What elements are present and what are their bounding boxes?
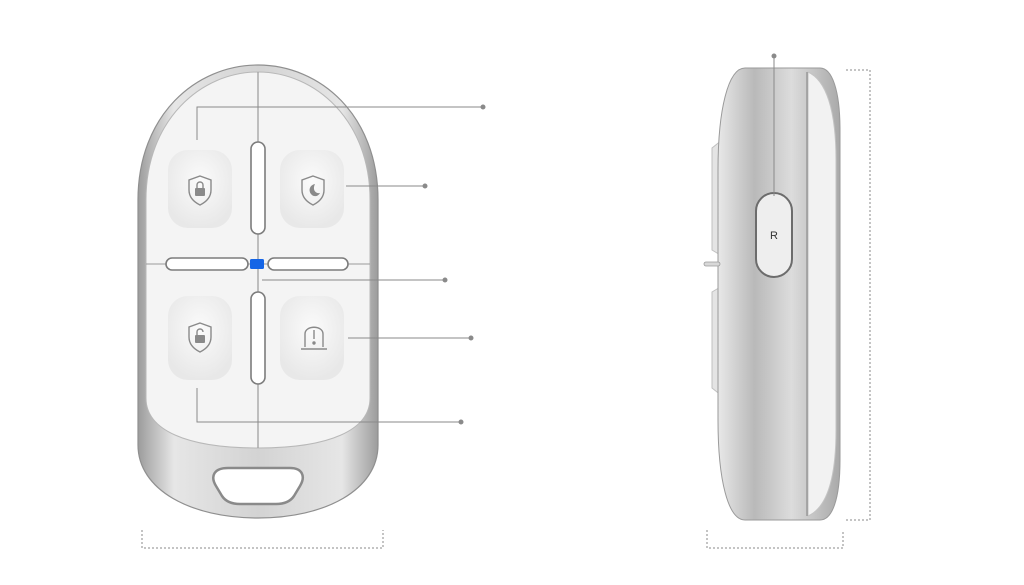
side-led-window (703, 261, 721, 267)
reset-button-label: R (770, 230, 778, 242)
reset-button[interactable]: R (755, 192, 793, 278)
side-leader-line (771, 53, 777, 196)
status-led (250, 259, 264, 269)
height-dimension-line (846, 69, 871, 521)
front-view (137, 64, 486, 549)
keyring-hole (212, 466, 304, 506)
side-view: R (703, 53, 871, 549)
ridge-top (250, 141, 266, 235)
disarm-button[interactable] (168, 296, 232, 380)
lock-closed-shield-icon (188, 175, 212, 206)
width-dimension-line (141, 530, 384, 549)
ridge-left (165, 257, 249, 271)
alarm-siren-icon (301, 326, 327, 350)
night-mode-button[interactable] (280, 150, 344, 228)
side-face (807, 71, 837, 517)
arm-button[interactable] (168, 150, 232, 228)
front-leader-lines (196, 104, 486, 425)
ridge-bottom (250, 291, 266, 385)
ridge-right (267, 257, 349, 271)
panic-button[interactable] (280, 296, 344, 380)
lock-open-shield-icon (188, 322, 212, 353)
thickness-dimension-line (706, 530, 844, 549)
moon-shield-icon (301, 175, 325, 206)
